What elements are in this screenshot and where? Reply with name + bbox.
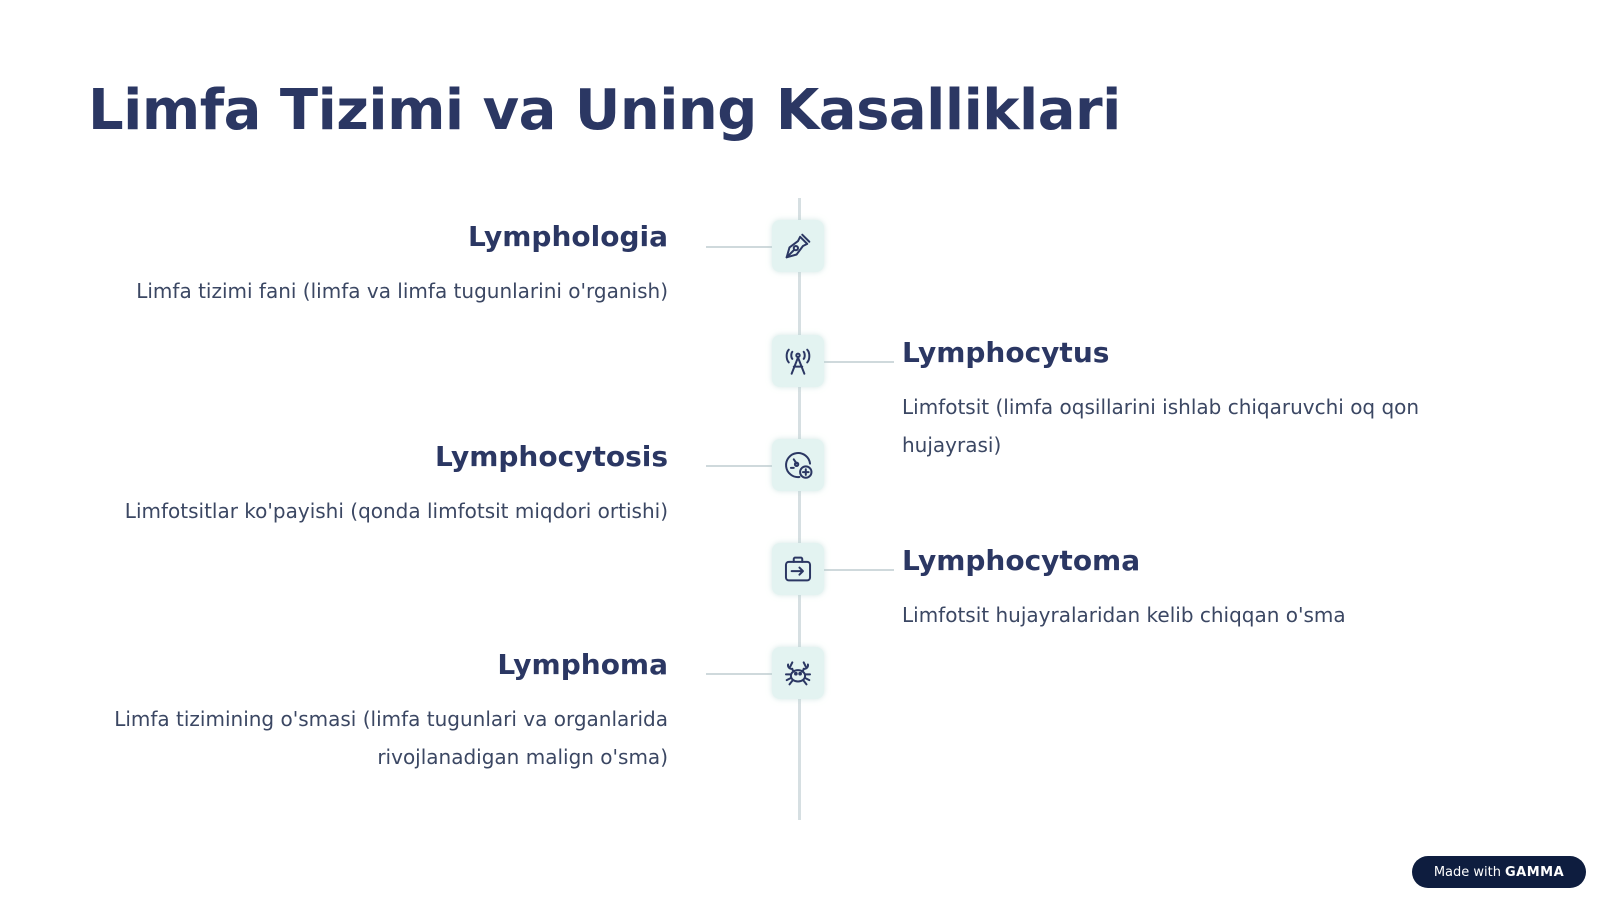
timeline-item-title: Lymphocytoma: [902, 544, 1141, 577]
crab-icon: [784, 661, 812, 686]
page-title: Limfa Tizimi va Uning Kasalliklari: [88, 78, 1121, 143]
timeline-connector: [824, 361, 894, 363]
timeline-spine: [798, 198, 801, 820]
timeline-node: [772, 647, 824, 699]
timeline-item-title: Lymphologia: [468, 220, 668, 253]
timeline-item-title: Lymphocytosis: [435, 440, 668, 473]
timeline-node: [772, 335, 824, 387]
timeline-item-desc: Limfotsit (limfa oqsillarini ishlab chiq…: [902, 395, 1420, 457]
timeline-item-desc: Limfa tizimining o'smasi (limfa tugunlar…: [114, 707, 668, 769]
pen-nib-icon: [785, 233, 811, 259]
gauge-plus-icon: [785, 452, 813, 479]
timeline-item-title: Lymphocytus: [902, 336, 1110, 369]
antenna-tower-icon: [785, 348, 811, 375]
timeline-item-desc: Limfotsitlar ko'payishi (qonda limfotsit…: [124, 499, 668, 523]
timeline-connector: [706, 246, 772, 248]
made-with-gamma-badge[interactable]: Made with GAMMA: [1412, 856, 1586, 888]
briefcase-arrow-icon: [784, 556, 812, 582]
timeline-item-desc: Limfa tizimi fani (limfa va limfa tugunl…: [136, 279, 668, 303]
timeline-node: [772, 220, 824, 272]
timeline-item-title: Lymphoma: [497, 648, 668, 681]
badge-prefix: Made with: [1433, 864, 1501, 880]
timeline-node: [772, 543, 824, 595]
gamma-logo: GAMMA: [1504, 864, 1565, 880]
timeline-connector: [706, 465, 772, 467]
timeline-connector: [706, 673, 772, 675]
timeline-node: [772, 439, 824, 491]
timeline-item-desc: Limfotsit hujayralaridan kelib chiqqan o…: [902, 603, 1346, 627]
timeline-connector: [824, 569, 894, 571]
